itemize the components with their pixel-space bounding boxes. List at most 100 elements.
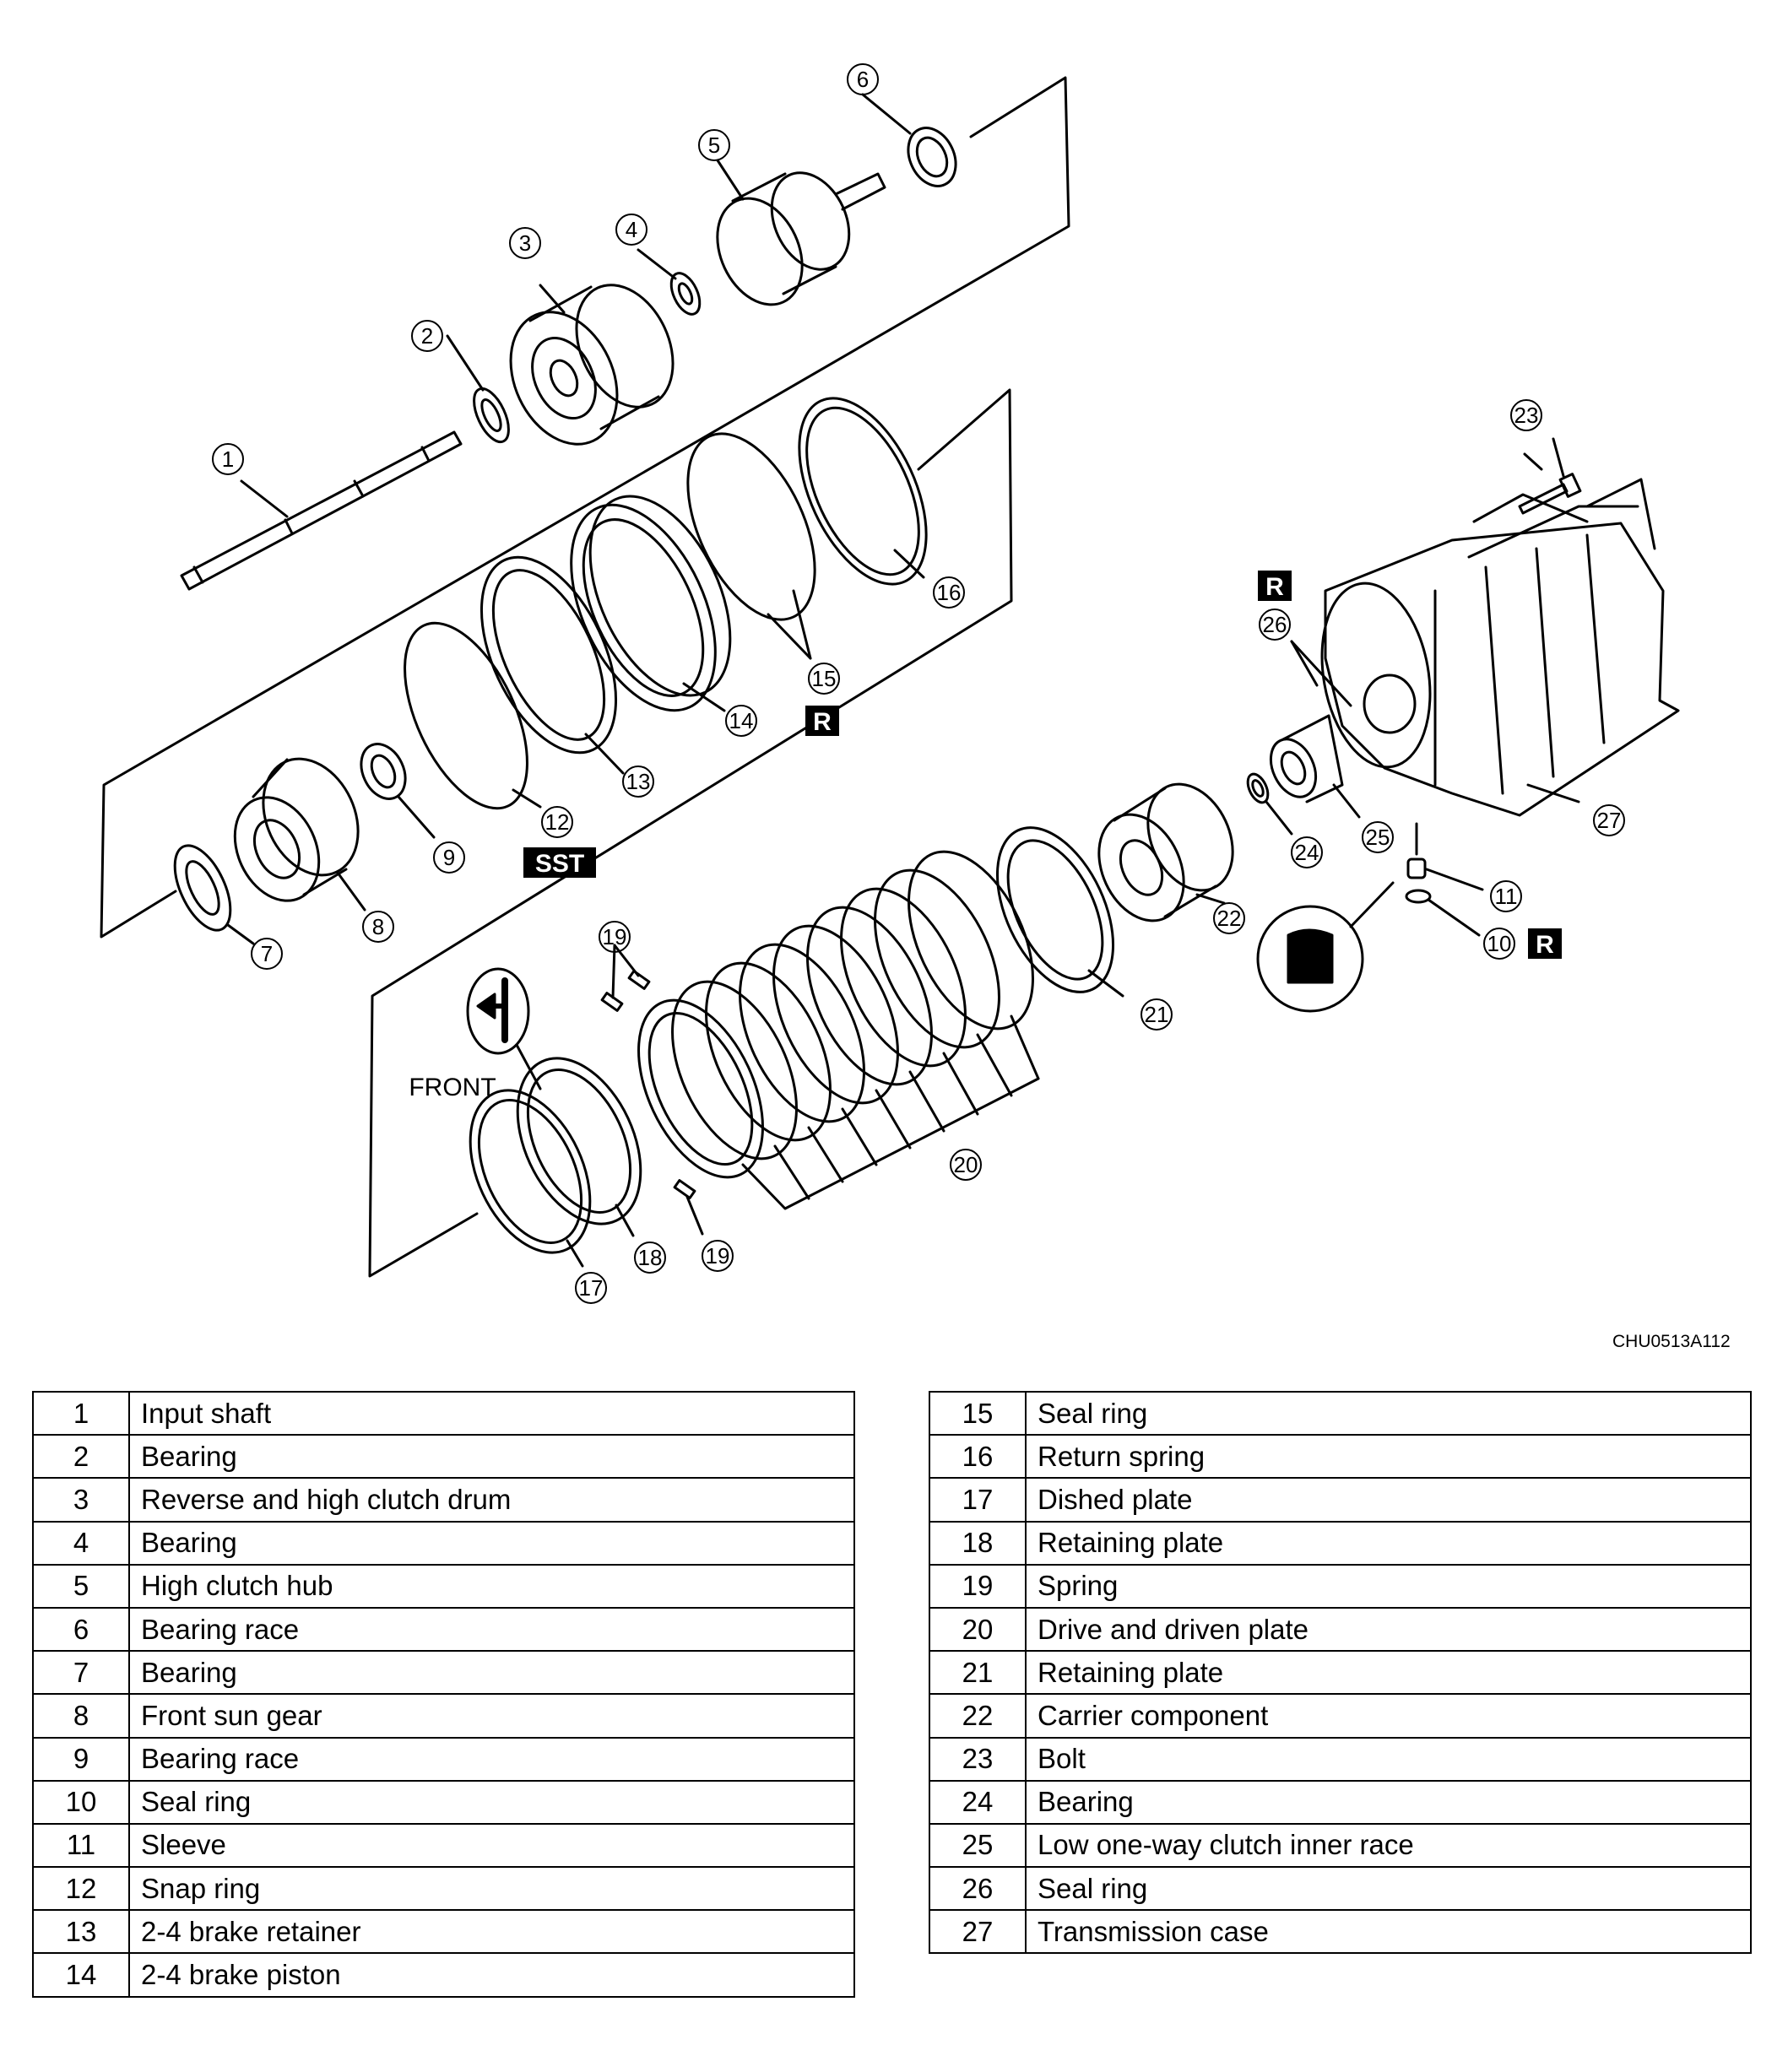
callout-text: R bbox=[813, 708, 832, 736]
callout-11: 11 bbox=[1490, 880, 1522, 912]
callout-text: 24 bbox=[1295, 840, 1319, 865]
clutch-drum-part bbox=[509, 284, 675, 446]
callout-text: 18 bbox=[638, 1245, 663, 1270]
part-number: 9 bbox=[32, 1736, 130, 1782]
part-number: 4 bbox=[32, 1520, 130, 1566]
part-name: Return spring bbox=[1025, 1434, 1752, 1480]
retaining-plate-21-part bbox=[995, 826, 1124, 998]
callout-5: 5 bbox=[698, 129, 730, 161]
callout-text: R bbox=[1536, 931, 1554, 959]
part-name: Sleeve bbox=[128, 1822, 855, 1869]
callout-text: 10 bbox=[1487, 931, 1512, 956]
callout-text: 6 bbox=[857, 67, 869, 92]
callout-21: 21 bbox=[1141, 998, 1173, 1031]
part-name: 2-4 brake piston bbox=[128, 1952, 855, 1998]
part-name: Bearing race bbox=[128, 1606, 855, 1653]
part-number: 22 bbox=[929, 1693, 1027, 1739]
bearing-2-part bbox=[446, 334, 510, 444]
bearing-4-part bbox=[637, 248, 702, 316]
callout-text: 16 bbox=[937, 580, 962, 605]
callout-text: 27 bbox=[1597, 808, 1622, 833]
part-name: Retaining plate bbox=[1025, 1650, 1752, 1696]
callout-text: R bbox=[1265, 573, 1284, 601]
callout-10: 10 bbox=[1483, 928, 1515, 960]
callout-text: 4 bbox=[626, 217, 637, 242]
callout-text: 23 bbox=[1514, 403, 1539, 428]
callout-14: 14 bbox=[725, 705, 757, 737]
callout-19-bottom: 19 bbox=[702, 1240, 734, 1272]
part-name: Low one-way clutch inner race bbox=[1025, 1822, 1752, 1869]
part-number: 5 bbox=[32, 1563, 130, 1609]
part-name: Transmission case bbox=[1025, 1909, 1752, 1955]
transmission-case-part bbox=[1320, 505, 1680, 817]
part-number: 3 bbox=[32, 1477, 130, 1523]
callout-23: 23 bbox=[1510, 399, 1542, 431]
bearing-7-part bbox=[173, 844, 255, 945]
part-number: 7 bbox=[32, 1650, 130, 1696]
part-name: Snap ring bbox=[128, 1866, 855, 1912]
part-name: Front sun gear bbox=[128, 1693, 855, 1739]
part-number: 10 bbox=[32, 1779, 130, 1825]
callout-text: 19 bbox=[603, 924, 627, 949]
part-name: Bearing bbox=[128, 1520, 855, 1566]
snap-ring-part bbox=[404, 621, 542, 810]
part-name: Bearing bbox=[1025, 1779, 1752, 1825]
bolt-part bbox=[1472, 437, 1656, 550]
sleeve-part bbox=[1406, 822, 1484, 891]
part-name: Seal ring bbox=[1025, 1866, 1752, 1912]
image-code: CHU0513A112 bbox=[1612, 1332, 1731, 1351]
callout-1-text: 1 bbox=[222, 446, 234, 472]
part-number: 23 bbox=[929, 1736, 1027, 1782]
part-name: 2-4 brake retainer bbox=[128, 1909, 855, 1955]
part-name: Seal ring bbox=[128, 1779, 855, 1825]
brake-piston-part bbox=[570, 495, 732, 712]
callout-text: 25 bbox=[1366, 825, 1390, 850]
callout-text: 17 bbox=[579, 1275, 604, 1301]
upper-group-frame bbox=[100, 76, 1070, 939]
callout-text: 11 bbox=[1495, 884, 1518, 909]
tag-r-seal-15: R bbox=[805, 706, 839, 736]
part-name: Reverse and high clutch drum bbox=[128, 1477, 855, 1523]
callout-text: 5 bbox=[708, 133, 720, 158]
front-label: FRONT bbox=[409, 1074, 496, 1101]
part-name: Bearing bbox=[128, 1434, 855, 1480]
callout-24: 24 bbox=[1291, 836, 1323, 868]
front-direction-badge bbox=[466, 967, 542, 1090]
part-number: 6 bbox=[32, 1606, 130, 1653]
part-number: 21 bbox=[929, 1650, 1027, 1696]
callout-15: 15 bbox=[808, 663, 840, 695]
part-name: Bearing race bbox=[128, 1736, 855, 1782]
callout-2: 2 bbox=[411, 320, 443, 352]
callout-13: 13 bbox=[622, 766, 654, 798]
high-clutch-hub-part bbox=[716, 159, 886, 306]
callout-6: 6 bbox=[847, 63, 879, 95]
input-shaft-part bbox=[180, 430, 463, 591]
callout-18: 18 bbox=[634, 1242, 666, 1274]
callout-17: 17 bbox=[575, 1272, 607, 1304]
part-name: Dished plate bbox=[1025, 1477, 1752, 1523]
seal-ring-26-leaders bbox=[1290, 640, 1352, 707]
callout-20: 20 bbox=[950, 1149, 982, 1181]
callout-text: 22 bbox=[1217, 906, 1242, 931]
part-number: 11 bbox=[32, 1822, 130, 1869]
part-name: Carrier component bbox=[1025, 1693, 1752, 1739]
